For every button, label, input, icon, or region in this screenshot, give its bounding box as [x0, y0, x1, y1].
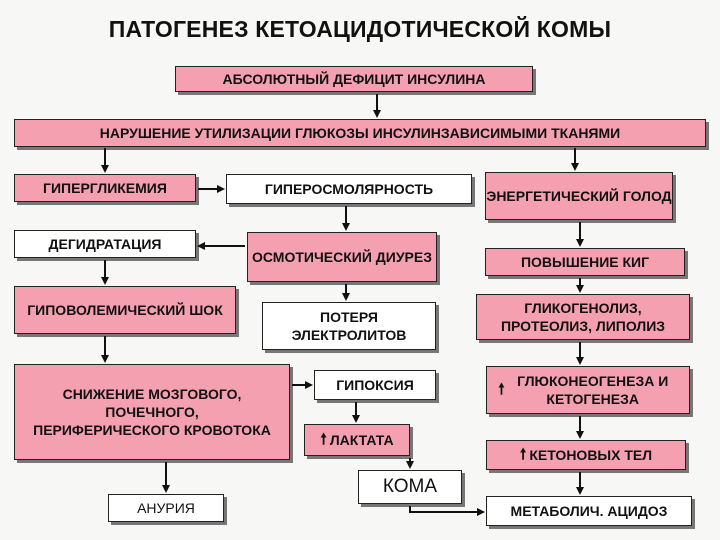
node-electrolyte-loss: ПОТЕРЯ ЭЛЕКТРОЛИТОВ: [262, 302, 436, 350]
node-label: ПОВЫШЕНИЕ КИГ: [520, 254, 650, 270]
node-ketone-bodies: 🠕 КЕТОНОВЫХ ТЕЛ: [486, 440, 686, 470]
node-insulin-deficit: АБСОЛЮТНЫЙ ДЕФИЦИТ ИНСУЛИНА: [175, 66, 533, 92]
node-anuria: АНУРИЯ: [108, 494, 224, 522]
node-label: НАРУШЕНИЕ УТИЛИЗАЦИИ ГЛЮКОЗЫ ИНСУЛИНЗАВИ…: [99, 125, 621, 141]
arrow-up-icon: 🠕: [498, 381, 505, 398]
node-label: АБСОЛЮТНЫЙ ДЕФИЦИТ ИНСУЛИНА: [222, 71, 486, 87]
node-label: ЭНЕРГЕТИЧЕСКИЙ ГОЛОД: [486, 188, 672, 204]
arrow-coma-to-acidosis: [409, 506, 485, 516]
arrow-up-icon: 🠕: [519, 446, 527, 463]
node-hypovolemic-shock: ГИПОВОЛЕМИЧЕСКИЙ ШОК: [14, 286, 236, 334]
node-energy-hunger: ЭНЕРГЕТИЧЕСКИЙ ГОЛОД: [485, 172, 673, 220]
node-gluconeogenesis: 🠕 ГЛЮКОНЕОГЕНЕЗА И КЕТОГЕНЕЗА: [486, 366, 690, 414]
node-dehydration: ДЕГИДРАТАЦИЯ: [14, 230, 196, 258]
node-label: ГЛИКОГЕНОЛИЗ, ПРОТЕОЛИЗ, ЛИПОЛИЗ: [500, 300, 666, 334]
node-lactate: 🠕 ЛАКТАТА: [304, 424, 410, 456]
node-label: ПОТЕРЯ ЭЛЕКТРОЛИТОВ: [291, 309, 407, 343]
node-label: КЕТОНОВЫХ ТЕЛ: [529, 447, 653, 463]
node-glycogenolysis: ГЛИКОГЕНОЛИЗ, ПРОТЕОЛИЗ, ЛИПОЛИЗ: [476, 294, 690, 340]
node-coma: КОМА: [358, 470, 462, 504]
node-label: ОСМОТИЧЕСКИЙ ДИУРЕЗ: [251, 249, 433, 265]
node-blood-flow-decrease: СНИЖЕНИЕ МОЗГОВОГО, ПОЧЕЧНОГО, ПЕРИФЕРИЧ…: [14, 364, 290, 460]
node-label: ГИПЕРГЛИКЕМИЯ: [43, 180, 167, 196]
node-label: АНУРИЯ: [137, 500, 195, 516]
node-hypoxia: ГИПОКСИЯ: [314, 370, 436, 400]
node-label: ГИПОКСИЯ: [336, 377, 414, 393]
node-osmotic-diuresis: ОСМОТИЧЕСКИЙ ДИУРЕЗ: [247, 232, 437, 282]
node-label: ГЛЮКОНЕОГЕНЕЗА И КЕТОГЕНЕЗА: [517, 373, 669, 407]
node-metabolic-acidosis: МЕТАБОЛИЧ. АЦИДОЗ: [486, 496, 692, 526]
node-label: ЛАКТАТА: [329, 432, 394, 448]
node-label: ГИПЕРОСМОЛЯРНОСТЬ: [264, 181, 434, 197]
node-hyperosmolarity: ГИПЕРОСМОЛЯРНОСТЬ: [226, 174, 472, 204]
node-label: ДЕГИДРАТАЦИЯ: [48, 236, 162, 252]
node-kig-increase: ПОВЫШЕНИЕ КИГ: [485, 248, 685, 276]
node-label: ГИПОВОЛЕМИЧЕСКИЙ ШОК: [27, 302, 223, 318]
node-hyperglycemia: ГИПЕРГЛИКЕМИЯ: [14, 174, 196, 202]
node-label: КОМА: [382, 476, 438, 497]
node-glucose-utilization: НАРУШЕНИЕ УТИЛИЗАЦИИ ГЛЮКОЗЫ ИНСУЛИНЗАВИ…: [14, 119, 706, 147]
node-label: МЕТАБОЛИЧ. АЦИДОЗ: [510, 503, 668, 519]
arrow-up-icon: 🠕: [320, 431, 327, 448]
diagram-title: ПАТОГЕНЕЗ КЕТОАЦИДОТИЧЕСКОЙ КОМЫ: [108, 16, 612, 42]
node-label: СНИЖЕНИЕ МОЗГОВОГО, ПОЧЕЧНОГО, ПЕРИФЕРИЧ…: [33, 386, 271, 438]
